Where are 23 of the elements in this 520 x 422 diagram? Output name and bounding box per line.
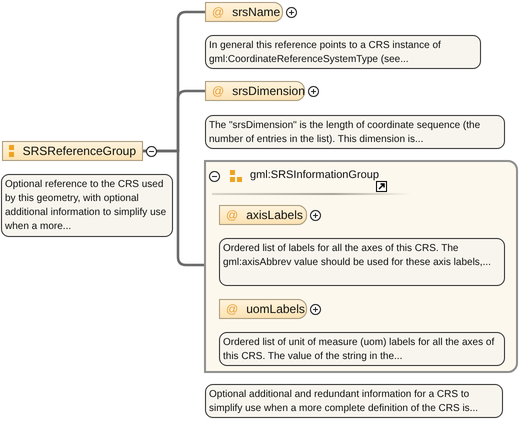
description-callout: Optional reference to the CRS used by this geometry, with optional additional information to simplify use when a more... xyxy=(1,174,173,237)
node-label: srsName xyxy=(232,5,280,19)
description-callout: Optional additional and redundant information for a CRS to simplify use when a more complete definition of the CRS is... xyxy=(205,384,503,418)
attribute-box xyxy=(219,299,307,319)
description-callout: The "srsDimension" is the length of coordinate sequence (the number of entries in the list). This dimension is... xyxy=(205,115,505,149)
description-callout: In general this reference points to a CRS instance of gml:CoordinateReferenceSystemType (see... xyxy=(205,35,481,69)
attribute-marker: @ xyxy=(212,84,224,98)
attribute-marker: @ xyxy=(212,5,224,19)
group-box xyxy=(2,141,143,161)
description-callout: Ordered list of unit of measure (uom) labels for all the axes of this CRS. The value of the string in the... xyxy=(219,332,505,366)
attribute-marker: @ xyxy=(226,302,238,316)
description-callout: Ordered list of labels for all the axes of this CRS. The gml:axisAbbrev value should be used for these axis labels,... xyxy=(219,238,505,286)
node-label: srsDimension xyxy=(232,84,305,98)
node-label: uomLabels xyxy=(246,302,305,316)
node-label: SRSReferenceGroup xyxy=(22,144,136,158)
group-title: gml:SRSInformationGroup xyxy=(250,169,379,181)
attribute-box xyxy=(205,2,283,22)
attribute-box xyxy=(219,205,307,225)
attribute-marker: @ xyxy=(226,208,238,222)
node-label: axisLabels xyxy=(246,208,303,222)
group-container xyxy=(204,160,518,373)
connector-line xyxy=(143,150,204,266)
attribute-box xyxy=(205,81,305,101)
